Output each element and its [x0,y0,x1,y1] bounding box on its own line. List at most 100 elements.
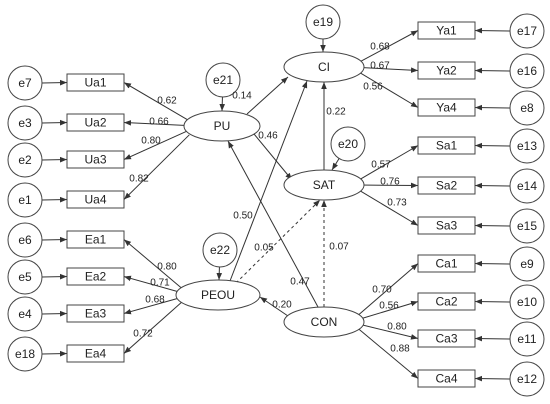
indicator-ua3-box [66,150,125,169]
path-pu-to-sat-coefficient: 0.46 [258,131,278,142]
error-e9-label: e9 [520,257,534,271]
arrow-e1 [41,196,68,203]
loading-ca2-value: 0.56 [379,301,399,312]
error-e6-label: e6 [18,233,32,247]
error-e12-label: e12 [517,372,537,386]
path-con-to-peou-arrow [259,296,289,317]
loading-arrow-ea4 [123,301,183,354]
error-e15-label: e15 [517,219,537,233]
error-e17-circle [509,13,545,49]
loading-sa1-value: 0.57 [371,160,391,171]
error-e2-circle [7,142,43,178]
error-e21-circle [205,62,241,98]
indicator-ea3-label: Ea3 [85,307,107,321]
indicator-ya1-box [417,21,476,40]
loading-ua1-value: 0.62 [157,96,177,107]
indicator-ea2-box [66,267,125,286]
indicator-ea2-label: Ea2 [85,270,107,284]
arrow-e3 [41,119,68,126]
latent-con-ellipse [283,306,365,338]
path-con-to-peou-coefficient: 0.20 [272,300,292,311]
indicator-ca3-label: Ca3 [435,332,457,346]
path-peou-to-sat-coefficient: 0.05 [254,243,274,254]
latent-ci-label: CI [318,60,330,74]
error-e22-label: e22 [210,243,230,257]
arrow-e5 [41,273,68,280]
error-e14-circle [509,168,545,204]
latent-sat-ellipse [283,169,365,201]
path-peou-to-sat-arrow [235,199,321,284]
indicator-sa3-box [417,216,476,235]
loading-ca1-value: 0.70 [372,285,392,296]
loading-ea4-value: 0.72 [133,329,153,340]
indicator-ua3-label: Ua3 [84,153,106,167]
indicator-ea4-box [66,344,125,363]
error-e3-circle [7,105,43,141]
path-peou-to-ci-arrow [229,80,308,282]
loading-ya1-value: 0.68 [370,42,390,53]
error-e18-label: e18 [15,347,35,361]
indicator-ya2-label: Ya2 [436,64,457,78]
error-e20-circle [330,126,366,162]
error-e1-label: e1 [18,193,32,207]
loading-arrow-ca3 [358,323,419,340]
error-e21-label: e21 [213,73,233,87]
error-e11-circle [509,321,545,357]
latent-ci-ellipse [283,51,365,83]
indicator-ea1-label: Ea1 [85,233,107,247]
loading-arrow-ya4 [358,71,419,108]
error-e10-circle [509,284,545,320]
error-e6-circle [7,222,43,258]
indicator-ea1-box [66,230,125,249]
latent-peou-label: PEOU [201,288,235,302]
latent-con-label: CON [311,315,338,329]
latent-pu-label: PU [214,119,231,133]
loading-ya2-value: 0.67 [370,61,390,72]
arrow-e2 [41,156,68,163]
error-e14-label: e14 [517,179,537,193]
error-e19-circle [305,4,341,40]
path-pu-to-ci-arrow [246,76,289,115]
indicator-sa3-label: Sa3 [436,219,458,233]
error-e22-circle [202,232,238,268]
indicator-ua4-box [66,190,125,209]
loading-arrow-ua3 [123,129,190,160]
loading-arrow-ca2 [358,300,419,321]
error-e10-label: e10 [517,295,537,309]
loading-ea1-value: 0.80 [157,262,177,273]
error-e1-circle [7,182,43,218]
error-e5-label: e5 [18,270,32,284]
path-con-to-pu-coefficient: 0.47 [290,277,310,288]
indicator-ua2-box [66,113,125,132]
error-e3-label: e3 [18,116,32,130]
loading-ua3-value: 0.80 [141,136,161,147]
arrow-e20 [331,158,340,171]
error-e16-circle [509,53,545,89]
arrow-e14 [474,182,511,189]
loading-arrow-sa1 [358,145,419,181]
indicator-ya4-box [417,98,476,117]
error-e12-circle [509,361,545,397]
latent-peou-ellipse [175,279,261,311]
error-e17-label: e17 [517,24,537,38]
path-peou-to-ci-coefficient: 0.50 [233,211,253,222]
loading-arrow-ua1 [123,82,190,122]
error-e7-label: e7 [18,76,32,90]
error-e16-label: e16 [517,64,537,78]
arrow-e6 [41,236,68,243]
error-e20-label: e20 [338,137,358,151]
indicator-sa1-label: Sa1 [436,139,458,153]
arrow-e15 [474,222,511,229]
error-e8-label: e8 [520,101,534,115]
error-e15-circle [509,208,545,244]
indicator-ca2-label: Ca2 [435,295,457,309]
arrow-e12 [474,375,511,382]
indicator-ua2-label: Ua2 [84,116,106,130]
arrow-e17 [474,27,511,34]
latent-pu-ellipse [183,110,261,142]
indicator-ca4-label: Ca4 [435,372,457,386]
error-e13-circle [509,128,545,164]
indicator-ca3-box [417,329,476,348]
error-e4-circle [7,296,43,332]
error-e9-circle [509,246,545,282]
